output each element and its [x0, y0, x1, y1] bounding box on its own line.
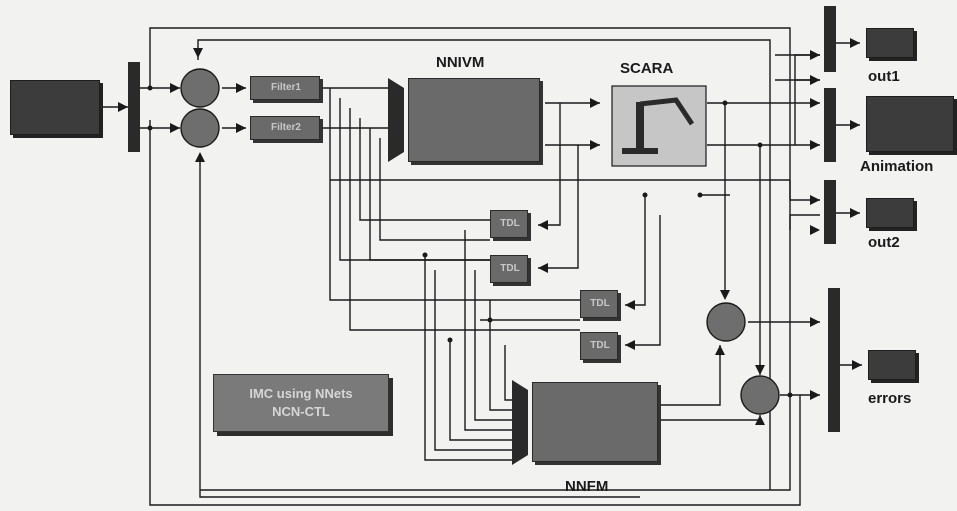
out1-mux: [824, 6, 836, 72]
sum-block-1: [180, 68, 220, 108]
out2-label: out2: [868, 234, 900, 251]
filter1-label: Filter1: [270, 82, 301, 93]
feedback-wire-bottom: [149, 120, 801, 506]
animation-mux: [824, 88, 836, 162]
tdl-block-1[interactable]: TDL: [490, 210, 528, 238]
tdl-label: TDL: [590, 340, 610, 351]
out2-mux: [824, 180, 836, 244]
scara-title: SCARA: [620, 60, 674, 77]
filter2-block[interactable]: Filter2: [250, 116, 320, 140]
filter2-label: Filter2: [270, 122, 301, 133]
input-mux: [128, 62, 140, 152]
input-source-block[interactable]: [10, 80, 100, 135]
tdl-label: TDL: [500, 218, 520, 229]
error-sum-2: [740, 375, 780, 415]
feedback-wire-outer: [149, 27, 791, 491]
note-line-2: NCN-CTL: [272, 404, 330, 419]
nnfm-title: NNFM: [565, 478, 609, 495]
animation-label: Animation: [860, 158, 934, 175]
tdl-label: TDL: [500, 263, 520, 274]
feedback-wire-sum2: [199, 160, 640, 498]
animation-block[interactable]: [866, 96, 954, 152]
nnivm-input-mux: [388, 78, 404, 162]
errors-mux: [828, 288, 840, 432]
error-sum-1: [706, 302, 746, 342]
filter1-block[interactable]: Filter1: [250, 76, 320, 100]
tdl-block-4[interactable]: TDL: [580, 332, 618, 360]
note-line-1: IMC using NNets: [249, 386, 353, 401]
tdl-block-2[interactable]: TDL: [490, 255, 528, 283]
tdl-label: TDL: [590, 298, 610, 309]
errors-scope[interactable]: [868, 350, 916, 380]
out1-label: out1: [868, 68, 900, 85]
sum-block-2: [180, 108, 220, 148]
nnfm-block[interactable]: [532, 382, 658, 462]
errors-label: errors: [868, 390, 912, 407]
nnivm-block[interactable]: [408, 78, 540, 162]
out1-scope[interactable]: [866, 28, 914, 58]
nnfm-input-mux: [512, 380, 528, 465]
nnivm-title: NNIVM: [436, 54, 485, 71]
out2-scope[interactable]: [866, 198, 914, 228]
description-note: IMC using NNets NCN-CTL: [213, 374, 389, 432]
tdl-block-3[interactable]: TDL: [580, 290, 618, 318]
